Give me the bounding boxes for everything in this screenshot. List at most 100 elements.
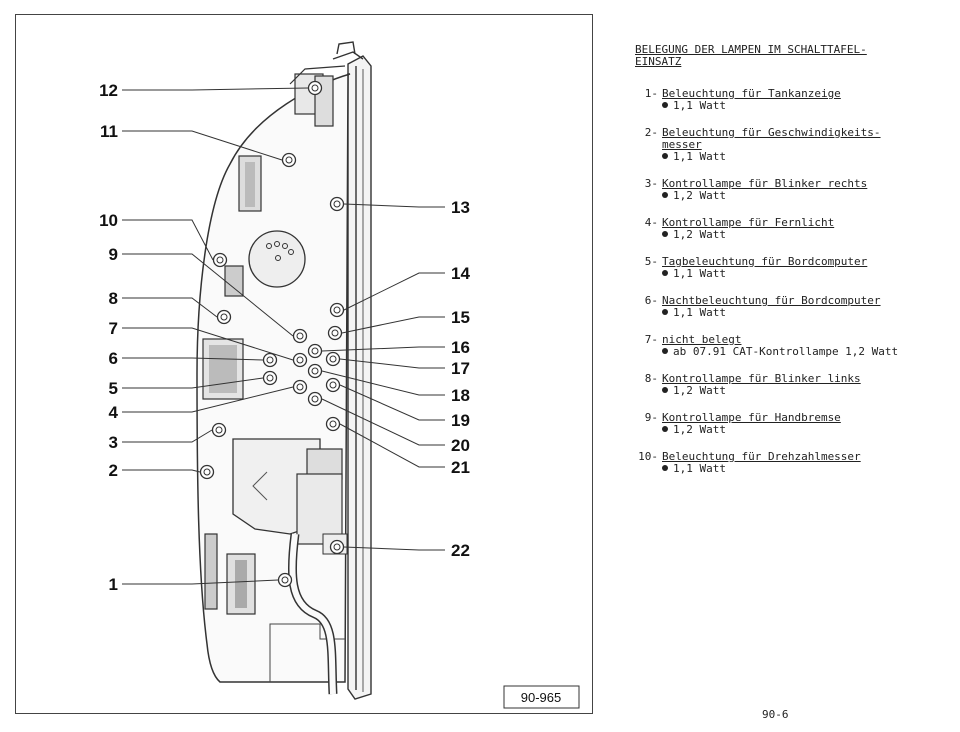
entry-number: 6-: [644, 294, 658, 307]
callout-label: 20: [451, 436, 470, 455]
entry-description-line: Beleuchtung für Drehzahlmesser: [662, 450, 861, 463]
entry-wattage: 1,1 Watt: [662, 100, 841, 112]
callout-label: 9: [109, 245, 118, 264]
bulb-socket: [292, 328, 308, 344]
callout-label: 12: [99, 81, 118, 100]
entry-wattage: 1,2 Watt: [662, 424, 841, 436]
entry-wattage: 1,2 Watt: [662, 229, 834, 241]
bulb-socket: [292, 379, 308, 395]
bulb-socket: [329, 196, 345, 212]
entry-number: 7-: [644, 333, 658, 346]
entry-wattage: 1,1 Watt: [662, 463, 861, 475]
bulb-socket-inner: [311, 395, 319, 403]
legend-title-line: EINSATZ: [635, 55, 682, 68]
figure-id-box: [503, 685, 580, 709]
bullet-icon: [662, 348, 668, 354]
bulb-socket-inner: [296, 356, 304, 364]
entry-number: 5-: [644, 255, 658, 268]
entry-description: Kontrollampe für Fernlicht: [662, 217, 834, 229]
bulb-socket-inner: [285, 156, 293, 164]
entry-number: 2-: [644, 126, 658, 139]
bulb-socket-inner: [329, 381, 337, 389]
leader-line: [122, 219, 214, 261]
bulb-socket: [212, 252, 228, 268]
entry-description-line: Kontrollampe für Handbremse: [662, 411, 841, 424]
leader-line: [122, 357, 264, 361]
page-number: 90-6: [762, 708, 789, 721]
callout-label: 14: [451, 264, 470, 283]
bulb-socket-inner: [329, 355, 337, 363]
bulb-socket: [262, 352, 278, 368]
bulb-socket-inner: [329, 420, 337, 428]
component-block: [204, 533, 218, 610]
bullet-icon: [662, 426, 668, 432]
bulb-socket: [307, 391, 323, 407]
entry-number: 9-: [644, 411, 658, 424]
leader-line: [321, 346, 445, 352]
bulb-socket-inner: [281, 576, 289, 584]
callout-label: 7: [109, 319, 118, 338]
bulb-socket-inner: [311, 367, 319, 375]
entry-description-line: Nachtbeleuchtung für Bordcomputer: [662, 294, 881, 307]
callout-label: 4: [109, 403, 119, 422]
entry-wattage: 1,2 Watt: [662, 190, 867, 202]
leader-line: [343, 203, 445, 208]
legend-title-line: BELEGUNG DER LAMPEN IM SCHALTTAFEL-: [635, 43, 867, 56]
bulb-socket: [262, 370, 278, 386]
entry-number: 10-: [638, 450, 658, 463]
bulb-socket: [325, 416, 341, 432]
bulb-socket-inner: [331, 329, 339, 337]
bulb-socket-inner: [333, 200, 341, 208]
leader-line: [122, 377, 264, 389]
entry-description: Beleuchtung für Geschwindigkeits-messer: [662, 127, 881, 151]
leader-line: [321, 398, 445, 446]
leader-line: [122, 87, 309, 91]
entry-wattage: 1,2 Watt: [662, 385, 861, 397]
leader-line: [122, 130, 283, 161]
bulb-socket: [329, 539, 345, 555]
bullet-icon: [662, 192, 668, 198]
leader-line: [122, 297, 218, 318]
entry-description-line: Kontrollampe für Blinker links: [662, 372, 861, 385]
callout-label: 2: [109, 461, 118, 480]
legend-entry: 2- Beleuchtung für Geschwindigkeits-messe…: [622, 127, 958, 163]
callout-label: 3: [109, 433, 118, 452]
entry-wattage: 1,1 Watt: [662, 268, 867, 280]
bulb-sockets: [199, 80, 345, 588]
callout-label: 8: [109, 289, 118, 308]
bullet-icon: [662, 465, 668, 471]
callout-label: 17: [451, 359, 470, 378]
bullet-icon: [662, 387, 668, 393]
entry-wattage: ab 07.91 CAT-Kontrollampe 1,2 Watt: [662, 346, 898, 358]
leader-line: [122, 327, 294, 361]
leader-line: [321, 370, 445, 396]
legend-title: BELEGUNG DER LAMPEN IM SCHALTTAFEL- EINS…: [635, 44, 958, 68]
bullet-icon: [662, 231, 668, 237]
entry-description-line: Kontrollampe für Fernlicht: [662, 216, 835, 229]
entry-description-line: Beleuchtung für Geschwindigkeits-: [662, 126, 881, 139]
entry-description-line: Tagbeleuchtung für Bordcomputer: [662, 255, 868, 268]
entry-description-line: messer: [662, 138, 702, 151]
bulb-socket: [281, 152, 297, 168]
leader-line: [339, 358, 445, 369]
entry-description: Nachtbeleuchtung für Bordcomputer: [662, 295, 881, 307]
bulb-socket-inner: [266, 356, 274, 364]
component-block: [224, 265, 244, 297]
leader-line: [122, 469, 201, 473]
bullet-icon: [662, 309, 668, 315]
figure-id: 90-965: [521, 690, 561, 705]
bulb-socket: [325, 351, 341, 367]
entry-description-line: nicht belegt: [662, 333, 742, 346]
entry-description: Kontrollampe für Handbremse: [662, 412, 841, 424]
bulb-socket: [307, 343, 323, 359]
callout-label: 6: [109, 349, 118, 368]
